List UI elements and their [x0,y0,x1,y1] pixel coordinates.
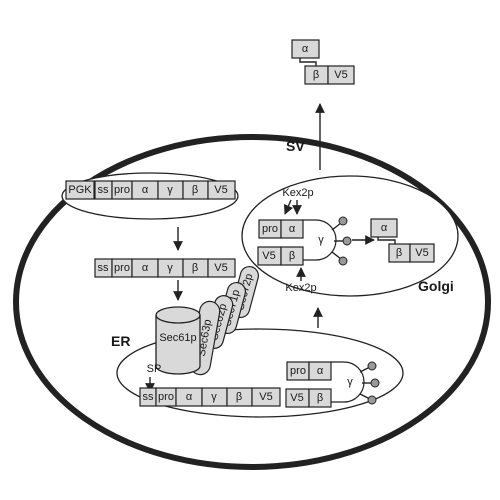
gamma-loop [330,361,365,403]
secreted-product: α β V5 [291,39,355,85]
construct-label: V5 [334,69,347,81]
construct-label: α [381,222,388,234]
construct-label: γ [211,391,217,403]
kex2p-arrow-left [283,199,293,215]
glycan-circle [338,256,348,266]
sec61p-top [155,306,201,324]
disulfide-link [299,58,317,66]
construct-label: pro [114,184,130,196]
glycan-circle [338,216,348,226]
construct-label: γ [167,262,173,274]
construct-label: ss [143,391,155,403]
golgi-product: α β V5 [370,218,435,263]
construct-label: V5 [259,391,272,403]
construct-label: β [289,250,295,262]
glycan-circle [367,395,377,405]
construct-box [370,218,398,238]
construct-box [308,388,332,408]
sec61p-channel: Sec61p [155,306,201,375]
glycan-stalk [331,222,342,231]
golgi-label: Golgi [418,278,454,294]
gamma-loop [302,219,337,261]
construct-label: α [142,184,149,196]
construct-label: β [236,391,242,403]
disulfide-link [377,237,396,244]
kex2p-top-label: Kex2p [282,187,313,199]
construct-label: β [313,69,319,81]
construct-label: pro [262,223,278,235]
construct-box [327,65,355,85]
construct-label: V5 [262,250,275,262]
construct-box [207,258,236,278]
sv-label: SV [286,138,305,154]
pgk-construct: PGK ss pro α γ β V5 [65,180,236,200]
er-label: ER [111,333,130,349]
construct-label: PGK [68,184,92,196]
construct-label: ss [98,184,110,196]
construct-label: α [317,365,324,377]
glycan-stalk [331,251,342,260]
construct-label: ss [98,262,110,274]
construct-label: β [396,247,402,259]
sec61p-label: Sec61p [159,332,196,344]
construct-label: α [142,262,149,274]
construct-label: pro [158,391,174,403]
construct-label: β [192,262,198,274]
construct-box [65,180,95,200]
construct-label: V5 [415,247,428,259]
golgi-folded-construct: γ pro α V5 β [257,216,352,266]
construct-label: α [289,223,296,235]
construct-box [291,39,320,59]
construct-label: β [192,184,198,196]
kex2p-bottom-label: Kex2p [285,282,316,294]
construct-label: V5 [214,262,227,274]
construct-box [251,387,281,407]
construct-label: β [317,392,323,404]
er-lumen-construct: ss pro α γ β V5 [139,387,281,407]
sp-label: SP [147,363,162,375]
sec61p-body [155,315,201,375]
construct-box [308,361,332,381]
gamma-label: γ [318,234,324,246]
gamma-label: γ [347,376,353,388]
glycan-circle [367,361,377,371]
construct-label: pro [290,365,306,377]
construct-box [280,219,304,239]
construct-label: pro [114,262,130,274]
construct-box [280,246,304,266]
er-folded-construct: γ pro α V5 β [285,361,380,408]
glycan-circle [370,378,380,388]
construct-label: α [302,43,309,55]
construct-label: γ [167,184,173,196]
construct-label: V5 [290,392,303,404]
precursor-construct: ss pro α γ β V5 [94,258,236,278]
construct-box [409,243,435,263]
glycan-circle [342,236,352,246]
construct-box [207,180,236,200]
construct-label: V5 [214,184,227,196]
construct-label: α [186,391,193,403]
